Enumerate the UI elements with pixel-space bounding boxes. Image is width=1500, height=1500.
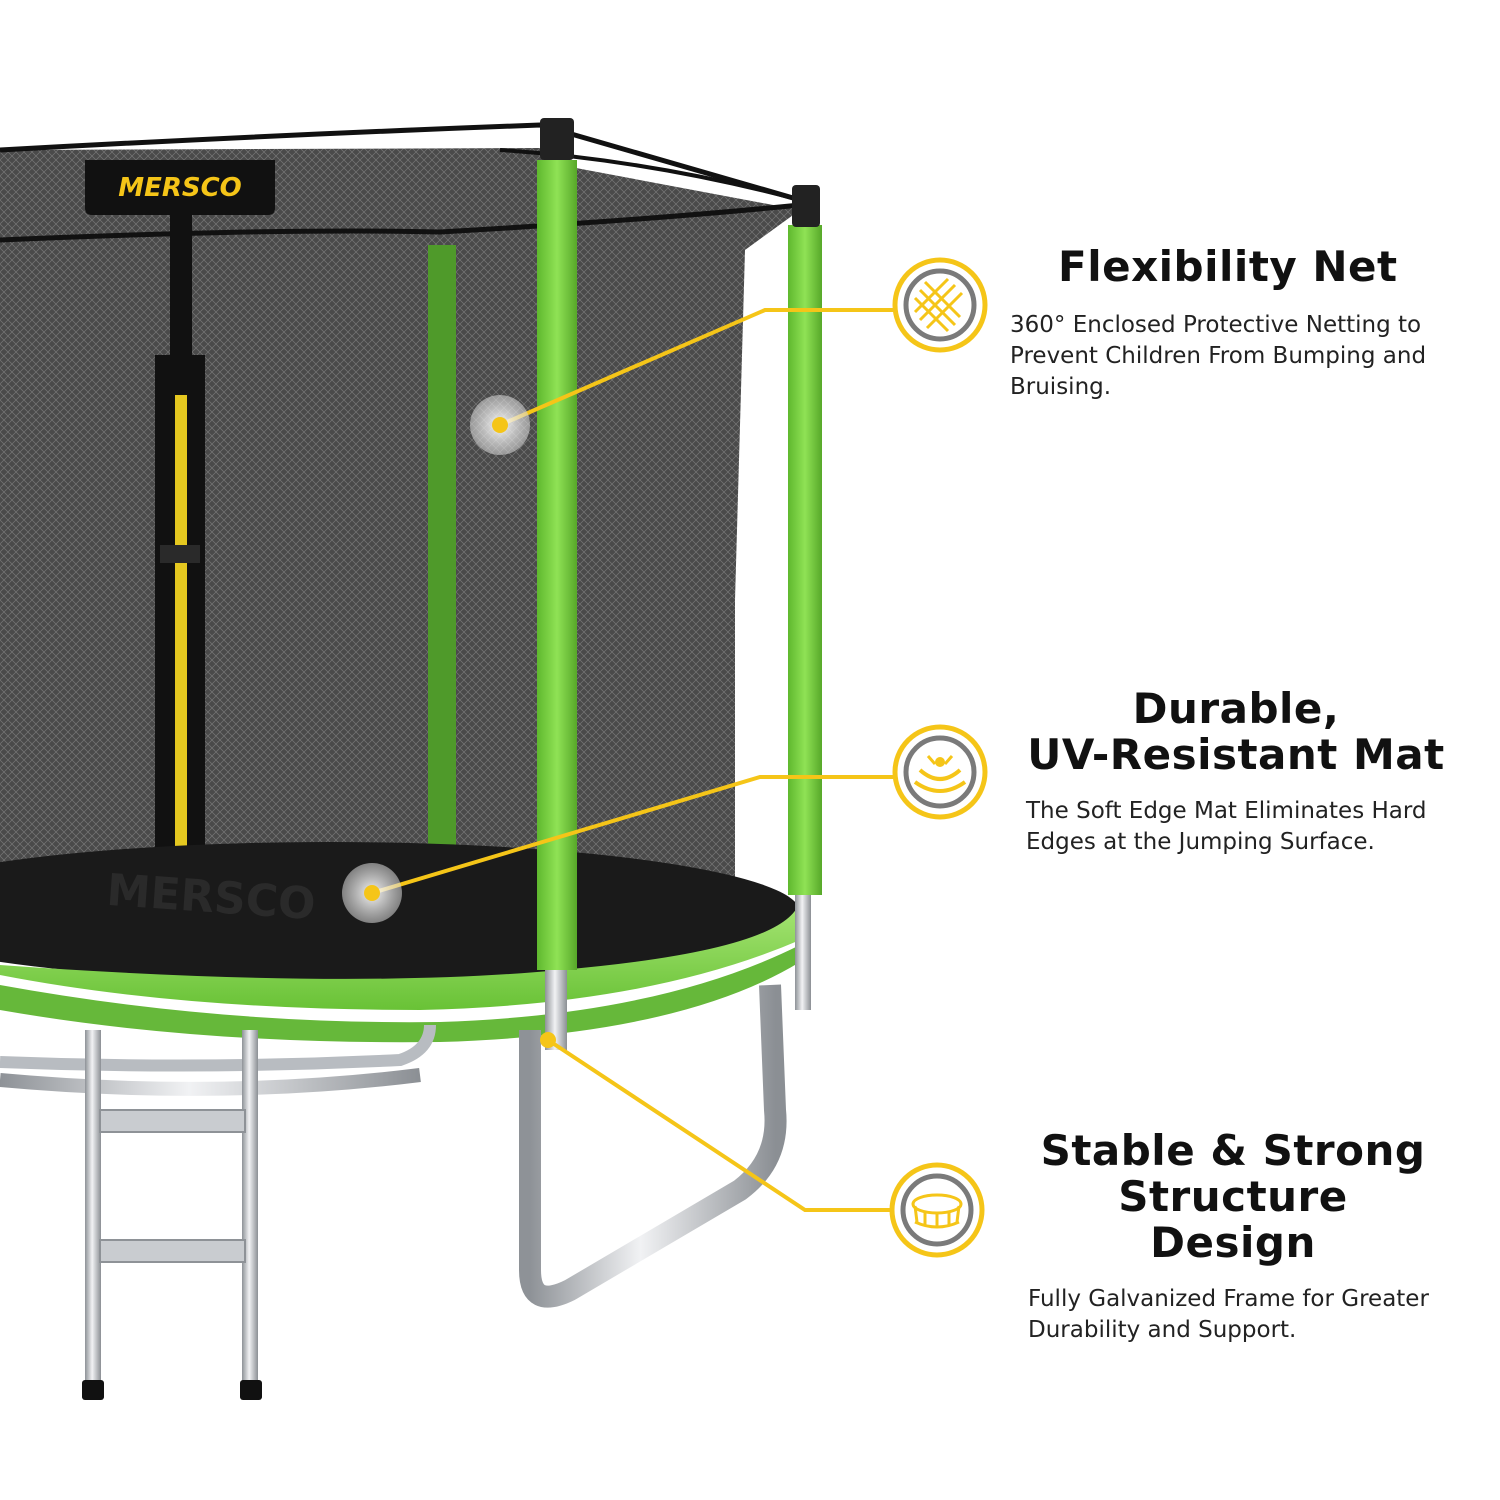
bounce-mat-icon [892, 724, 988, 820]
feature-title: Flexibility Net [1058, 242, 1398, 291]
net-upper-rope [499, 148, 801, 202]
feature-structure-design: Stable & Strong Structure Design Fully G… [1028, 1128, 1488, 1346]
feature-description: The Soft Edge Mat Eliminates Hard Edges … [1026, 798, 1427, 855]
callout-line-frame [546, 1038, 890, 1212]
feature-description: Fully Galvanized Frame for Greater Durab… [1028, 1286, 1429, 1343]
zipper-strap [170, 215, 192, 365]
zipper-slider-top [160, 545, 200, 563]
net-top-rope [0, 122, 801, 203]
ladder-rail-right [242, 1030, 258, 1390]
feature-flexibility-net: Flexibility Net 360° Enclosed Protective… [1010, 244, 1470, 403]
feature-title-line2: Structure Design [1118, 1172, 1348, 1267]
pad-edge [0, 945, 800, 1043]
anchor-dot-frame [540, 1032, 556, 1048]
callout-line-mat [371, 775, 893, 895]
ladder-foot-left [82, 1380, 104, 1400]
ladder-step-1 [99, 1109, 246, 1133]
ladder-rail-left [85, 1030, 101, 1390]
safety-pad [0, 900, 800, 1010]
front-pole-base [545, 970, 567, 1050]
brand-logo: MERSCO [118, 173, 242, 203]
ladder-step-2 [99, 1239, 246, 1263]
feature-uv-resistant-mat: Durable, UV-Resistant Mat The Soft Edge … [1026, 686, 1476, 858]
anchor-dot-net [492, 417, 508, 433]
front-pole-pad [537, 160, 577, 970]
frame-ring [0, 1068, 421, 1096]
feature-title-line1: Stable & Strong [1040, 1126, 1426, 1175]
zipper-track [175, 395, 187, 950]
right-pole-base [795, 895, 811, 1010]
feature-title: Durable, UV-Resistant Mat [1026, 686, 1446, 778]
brand-tag [85, 160, 275, 215]
frame-structure-icon [889, 1162, 985, 1258]
jumping-mat [0, 842, 800, 982]
front-leg [519, 984, 787, 1308]
feature-description: 360° Enclosed Protective Netting to Prev… [1010, 312, 1427, 400]
net-grid-icon [892, 257, 988, 353]
callout-line-net [499, 308, 895, 427]
right-pole-pad [788, 225, 822, 895]
front-pole-cap [540, 118, 574, 160]
feature-title-line1: Durable, [1132, 684, 1340, 733]
feature-title: Stable & Strong Structure Design [1028, 1128, 1438, 1266]
feature-title-line2: UV-Resistant Mat [1027, 730, 1445, 779]
anchor-dot-mat [364, 885, 380, 901]
net-mid-rope [0, 202, 801, 243]
right-pole-cap [792, 185, 820, 227]
back-pole-pad [428, 245, 456, 845]
ladder-foot-right [240, 1380, 262, 1400]
